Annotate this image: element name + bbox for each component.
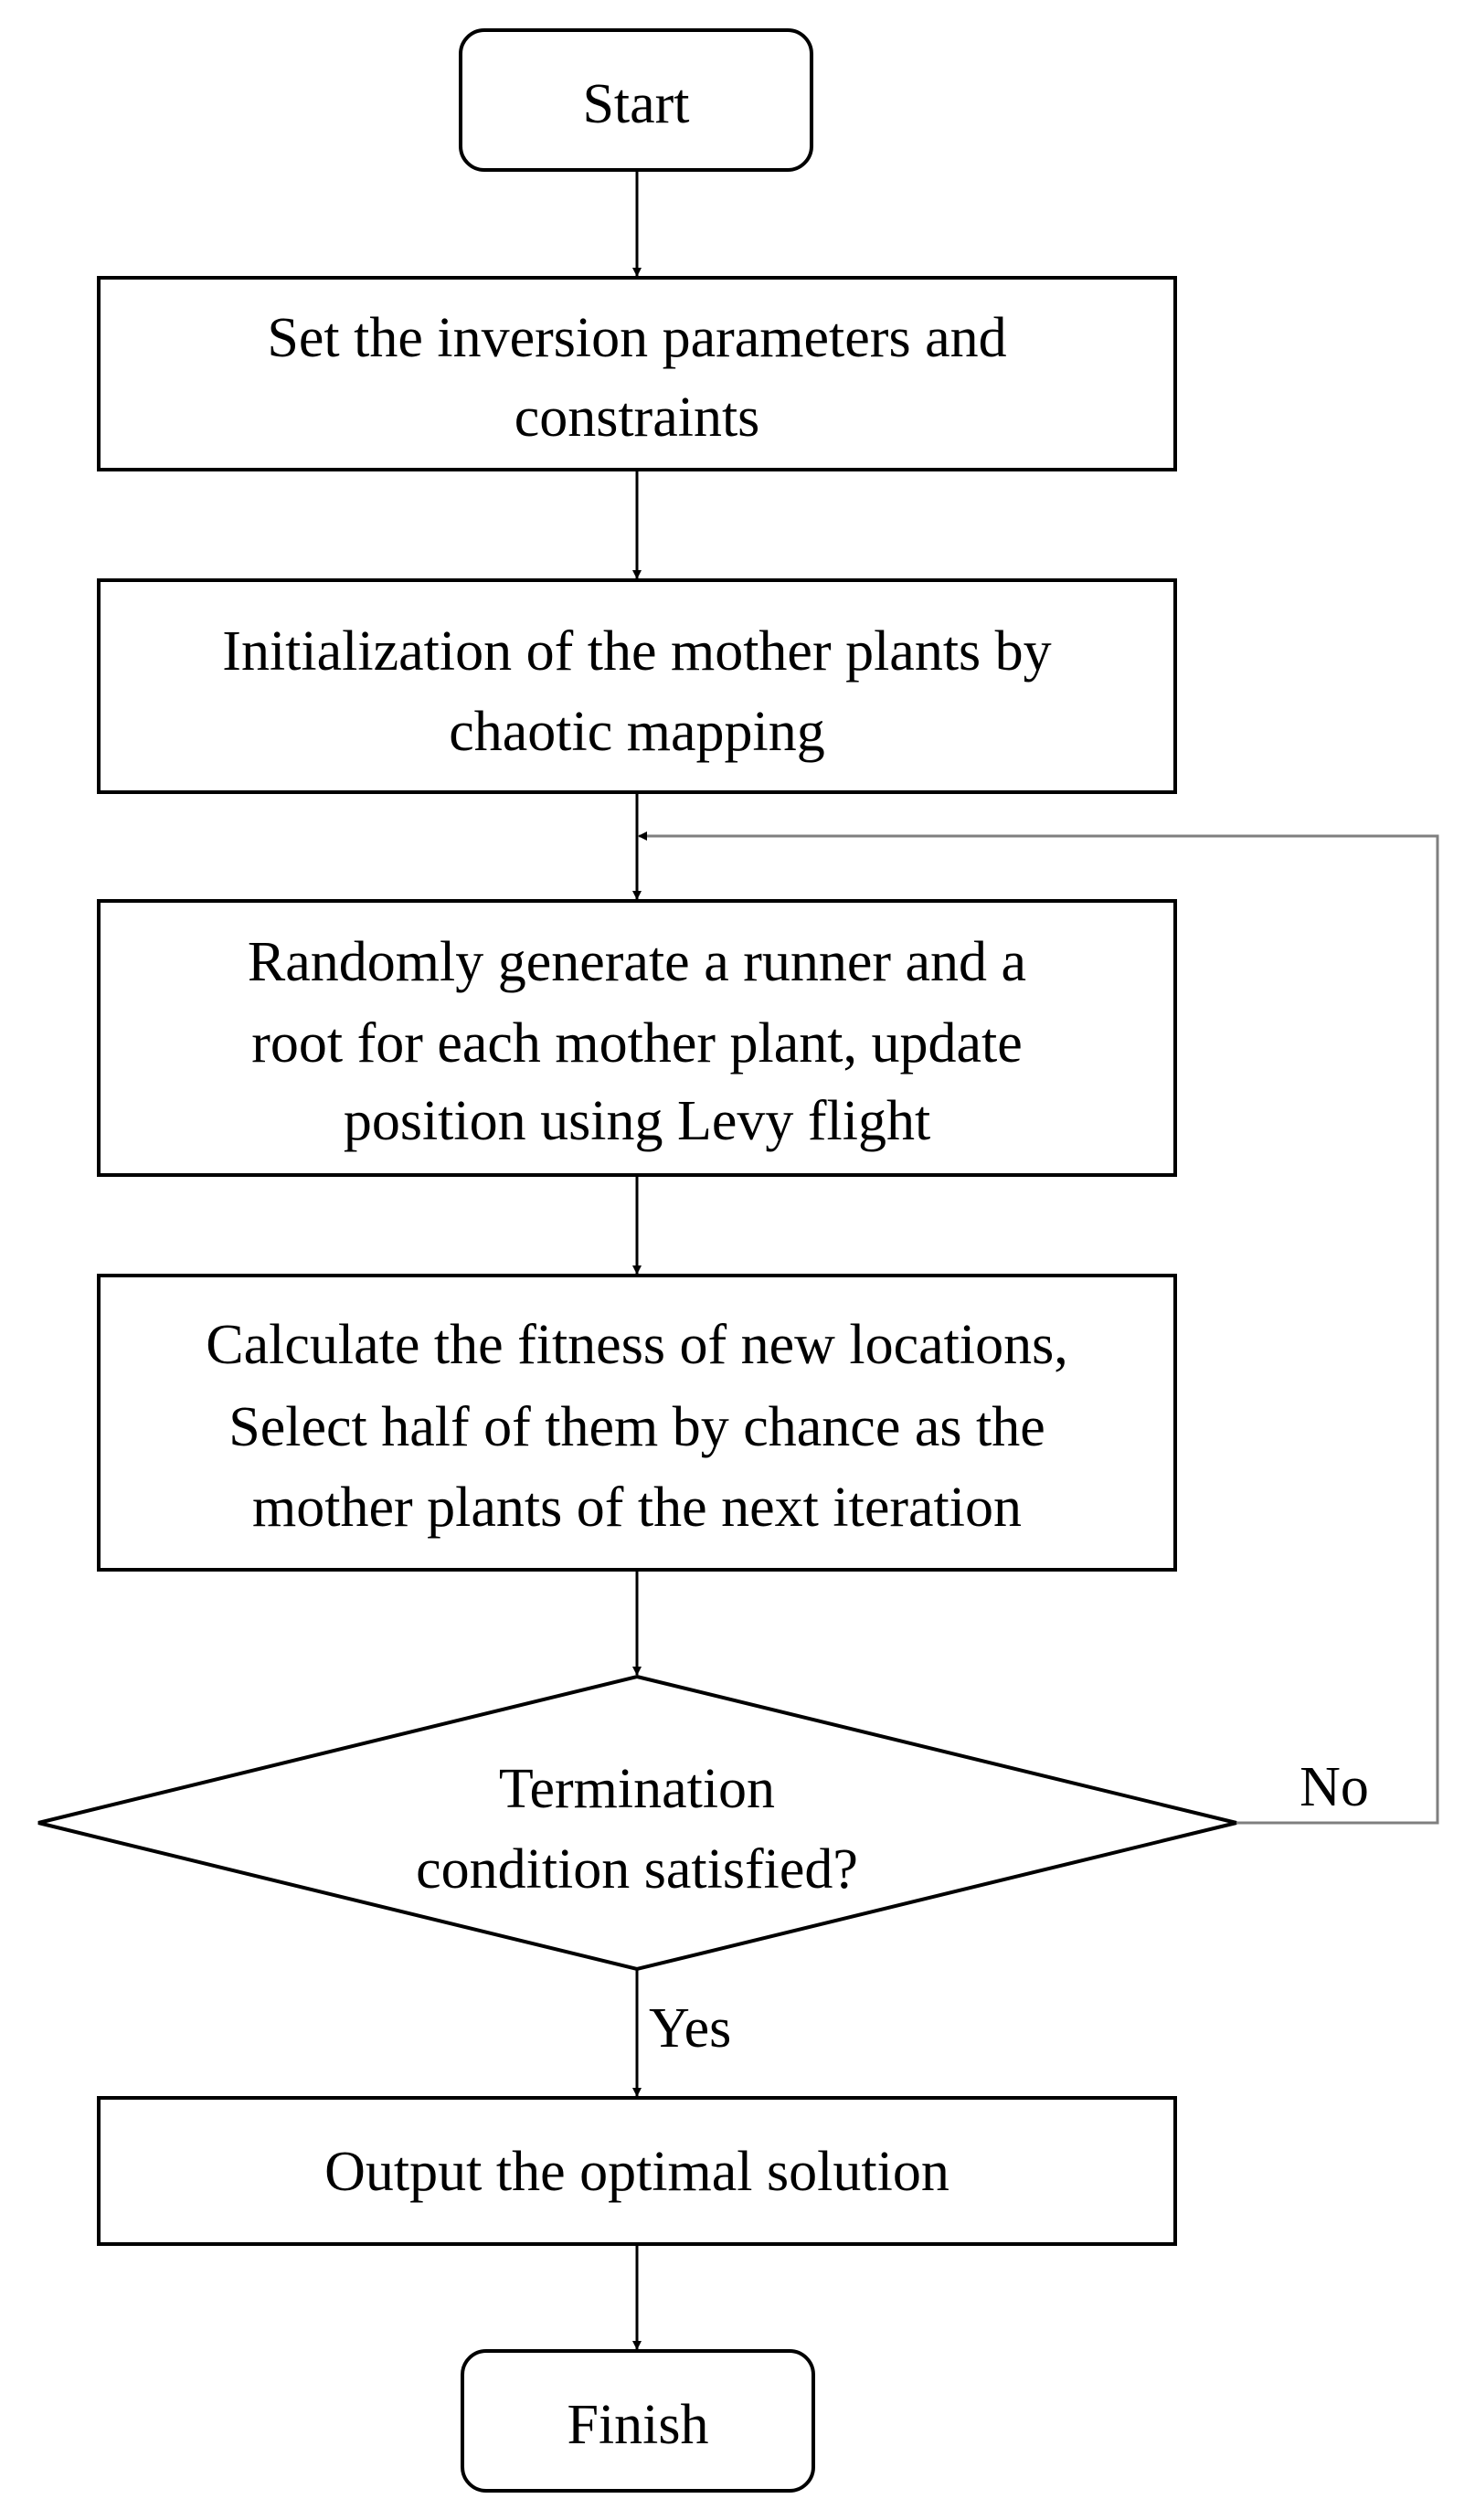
output-solution-box [97,2096,1177,2246]
yes-label: Yes [649,1997,731,2059]
no-label: No [1300,1756,1369,1818]
initialization-line-2: chaotic mapping [449,701,824,763]
initialization-line-1: Initialization of the mother plants by [222,620,1051,683]
set-parameters-box [97,276,1177,471]
set-parameters-line-1: Set the inversion parameters and [267,307,1006,369]
calculate-line-2: Select half of them by chance as the [228,1396,1045,1458]
generate-line-1: Randomly generate a runner and a [248,931,1026,993]
start-label: Start [582,73,689,135]
set-parameters-line-2: constraints [515,386,760,449]
finish-label: Finish [567,2394,708,2456]
termination-decision [37,1674,1237,1972]
generate-runner-box [97,899,1177,1177]
loop-back-no-path [638,831,1439,1825]
output-label: Output the optimal solution [324,2141,949,2203]
generate-line-3: position using Levy flight [344,1090,930,1152]
finish-terminal [461,2349,815,2493]
calculate-line-1: Calculate the fitness of new locations, [206,1314,1068,1376]
calculate-fitness-box [97,1274,1177,1572]
generate-line-2: root for each mother plant, update [251,1012,1023,1075]
termination-line-1: Termination [499,1758,775,1820]
calculate-line-3: mother plants of the next iteration [252,1477,1022,1539]
termination-line-2: condition satisfied? [416,1838,858,1901]
